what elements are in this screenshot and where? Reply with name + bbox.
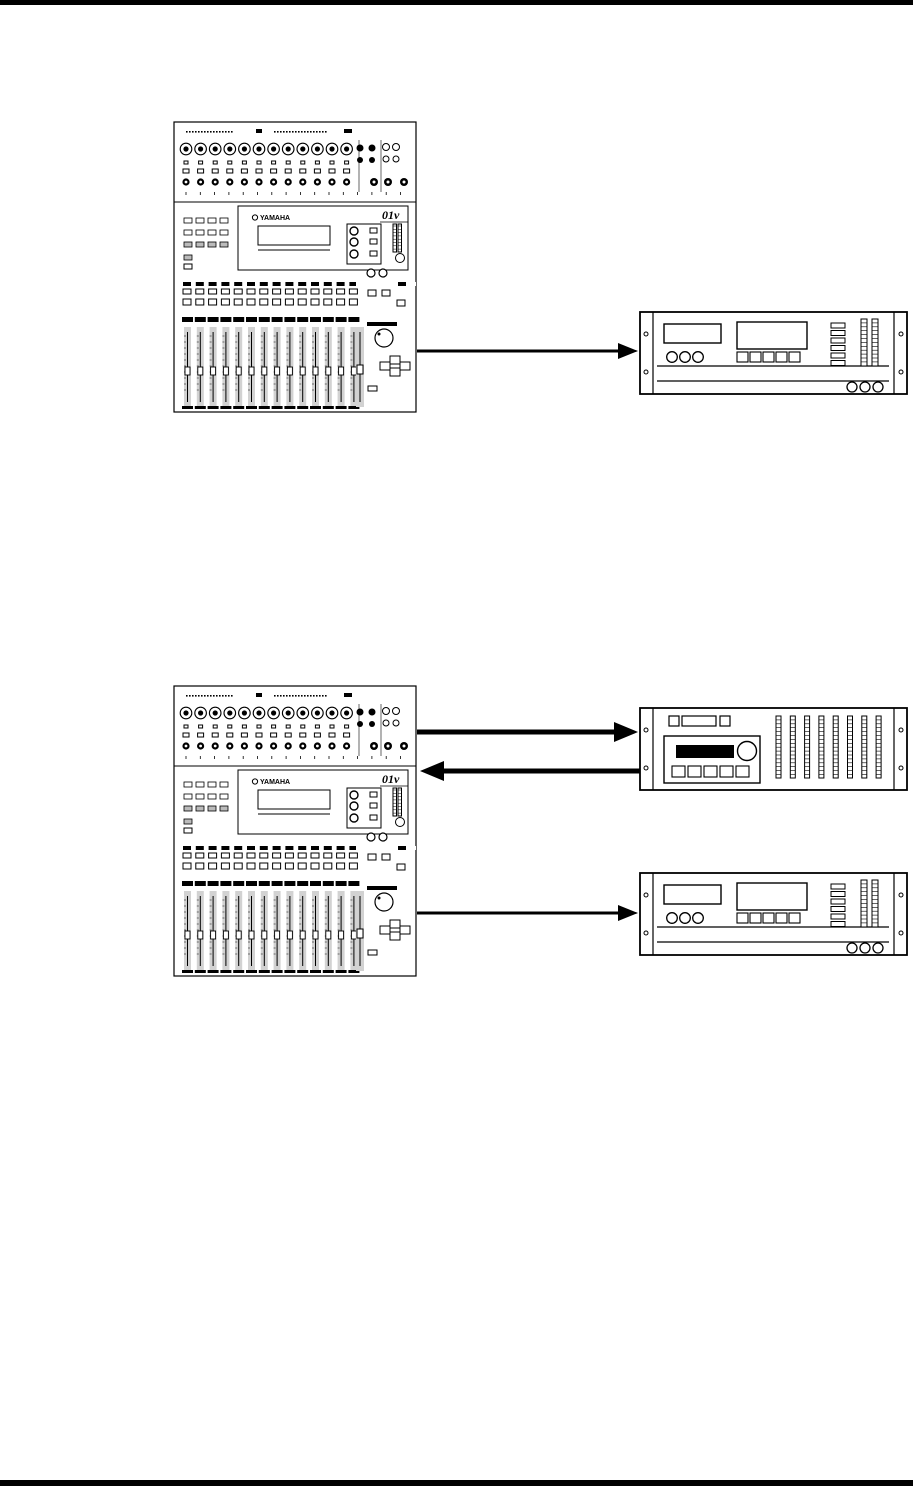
fader-cap	[300, 931, 305, 939]
rack-screw-icon	[899, 370, 903, 374]
data-wheel-icon	[375, 893, 393, 911]
transport-knob-icon	[693, 913, 704, 924]
transport-button	[737, 352, 748, 362]
mixer-console: YAMAHA 01v	[174, 122, 416, 412]
fader-cap	[223, 931, 228, 939]
program-button	[736, 766, 749, 777]
fader-cap	[287, 931, 292, 939]
fader-cap	[339, 931, 344, 939]
output-knob-icon	[873, 943, 883, 953]
bottom-rule	[0, 1480, 913, 1486]
rack-screw-icon	[644, 370, 648, 374]
output-knob-icon	[860, 943, 870, 953]
output-knob-icon	[847, 943, 857, 953]
fader-cap	[211, 931, 216, 939]
fader-cap	[287, 367, 292, 375]
rack-screw-icon	[644, 766, 648, 770]
fader-cap	[275, 931, 280, 939]
transport-button	[737, 913, 748, 923]
fader-cap	[249, 367, 254, 375]
model-label: 01v	[382, 208, 400, 222]
fader-cap	[275, 367, 280, 375]
rack-screw-icon	[899, 728, 903, 732]
fader-cap	[351, 931, 356, 939]
display-window	[737, 883, 807, 910]
brand-label: YAMAHA	[260, 215, 290, 222]
return-arrow	[420, 761, 640, 781]
fader-cap	[313, 367, 318, 375]
effects-display	[676, 745, 734, 758]
transport-button	[776, 913, 787, 923]
transport-knob-icon	[667, 913, 678, 924]
multitrack-recorder	[640, 873, 907, 955]
program-button	[720, 766, 733, 777]
rack-screw-icon	[644, 931, 648, 935]
fader-cap	[300, 367, 305, 375]
transport-button	[750, 913, 761, 923]
mixer-console: YAMAHA 01v	[174, 686, 416, 976]
output-arrow	[417, 343, 638, 359]
rack-screw-icon	[644, 893, 648, 897]
fader-cap	[249, 931, 254, 939]
fader-cap	[236, 367, 241, 375]
fader-cap	[313, 931, 318, 939]
tape-slot	[664, 885, 721, 904]
send-arrow	[417, 722, 638, 742]
fader-cap	[198, 931, 203, 939]
rack-screw-icon	[899, 766, 903, 770]
transport-button	[750, 352, 761, 362]
output-arrow	[417, 905, 638, 921]
rack-screw-icon	[899, 893, 903, 897]
data-wheel-icon	[375, 329, 393, 347]
fader-cap	[326, 367, 331, 375]
display-window	[737, 322, 807, 349]
model-label: 01v	[382, 772, 400, 786]
tape-slot	[664, 324, 721, 343]
fader-cap	[339, 367, 344, 375]
rack-screw-icon	[899, 931, 903, 935]
fader-cap	[351, 367, 356, 375]
output-knob-icon	[847, 382, 857, 392]
transport-button	[763, 913, 774, 923]
fader-cap	[262, 367, 267, 375]
rack-screw-icon	[644, 332, 648, 336]
output-knob-icon	[860, 382, 870, 392]
parameter-knob-icon	[738, 742, 757, 761]
rack-screw-icon	[899, 332, 903, 336]
transport-button	[789, 913, 800, 923]
rack-screw-icon	[644, 728, 648, 732]
transport-button	[789, 352, 800, 362]
connection-diagram-1: YAMAHA 01v	[0, 118, 913, 418]
program-button	[704, 766, 717, 777]
program-button	[688, 766, 701, 777]
transport-knob-icon	[693, 352, 704, 363]
fader-cap	[223, 367, 228, 375]
lcd-screen	[258, 226, 330, 245]
transport-button	[776, 352, 787, 362]
output-knob-icon	[873, 382, 883, 392]
transport-knob-icon	[680, 913, 691, 924]
transport-knob-icon	[667, 352, 678, 363]
program-button	[672, 766, 685, 777]
fader-cap	[211, 367, 216, 375]
fader-cap	[198, 367, 203, 375]
brand-label: YAMAHA	[260, 779, 290, 786]
transport-button	[763, 352, 774, 362]
fader-cap	[236, 931, 241, 939]
top-rule	[0, 0, 913, 5]
transport-knob-icon	[680, 352, 691, 363]
fader-cap	[262, 931, 267, 939]
connection-diagram-2: YAMAHA 01v	[0, 682, 913, 982]
multitrack-recorder	[640, 312, 907, 394]
effects-processor	[640, 708, 907, 790]
fader-cap	[185, 367, 190, 375]
lcd-screen	[258, 790, 330, 809]
fader-cap	[326, 931, 331, 939]
fader-cap	[185, 931, 190, 939]
